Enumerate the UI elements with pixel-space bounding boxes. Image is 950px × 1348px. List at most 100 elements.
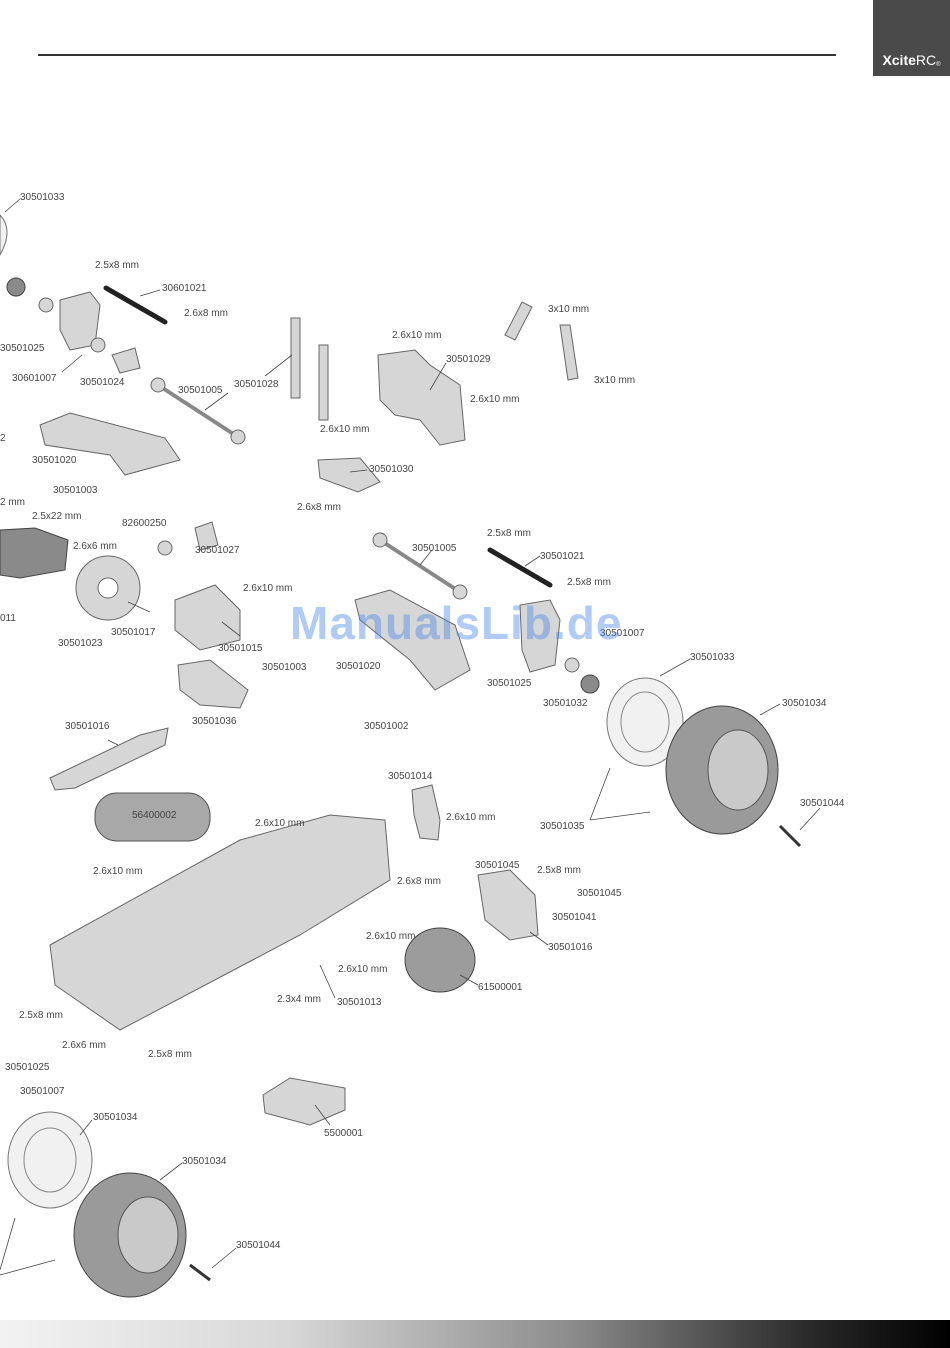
part-label: 30501032 bbox=[543, 698, 588, 709]
brace-part bbox=[49, 727, 169, 791]
spur-gear-hub bbox=[97, 577, 119, 599]
part-label: 30501007 bbox=[20, 1086, 65, 1097]
screw-label: 2.6x10 mm bbox=[93, 866, 142, 877]
wheel-rim bbox=[7, 1111, 93, 1209]
leader-line bbox=[759, 703, 781, 716]
pinion-part bbox=[194, 521, 219, 551]
screw-label: 2.6x10 mm bbox=[470, 394, 519, 405]
brand-bold: Xcite bbox=[882, 52, 916, 68]
leader-line bbox=[61, 354, 83, 373]
tire-inner bbox=[117, 1196, 179, 1274]
turnbuckle-rod bbox=[487, 547, 553, 588]
screw-label: 2.6x10 mm bbox=[338, 964, 387, 975]
part-label: 30501025 bbox=[5, 1062, 50, 1073]
wheel-nut bbox=[189, 1263, 211, 1282]
leader-line bbox=[159, 1162, 183, 1181]
leader-line bbox=[589, 767, 651, 821]
drive-cup bbox=[111, 347, 141, 374]
part-label: 30501036 bbox=[192, 716, 237, 727]
wheel-rim bbox=[606, 677, 684, 767]
screw-label: 2.5x8 mm bbox=[567, 577, 611, 588]
part-label: 30501024 bbox=[80, 377, 125, 388]
motor bbox=[404, 927, 476, 993]
part-label: 30501029 bbox=[446, 354, 491, 365]
shock-absorber bbox=[504, 301, 533, 341]
leader-line bbox=[139, 289, 161, 297]
screw-label: 2.5x8 mm bbox=[537, 865, 581, 876]
screw-label: 2.6x10 mm bbox=[446, 812, 495, 823]
header-rule bbox=[38, 54, 836, 56]
wheel-rim-inner bbox=[620, 691, 670, 753]
part-label: 30601021 bbox=[162, 283, 207, 294]
part-label: 30501034 bbox=[182, 1156, 227, 1167]
screw-label: 2 mm bbox=[0, 497, 25, 508]
wheel-rim-inner bbox=[23, 1127, 77, 1193]
dogbone-end bbox=[452, 584, 468, 600]
screw-label: 2.6x8 mm bbox=[397, 876, 441, 887]
part-label: 30501044 bbox=[236, 1240, 281, 1251]
screw-label: 2.6x8 mm bbox=[297, 502, 341, 513]
motor-mount bbox=[477, 869, 539, 941]
brand-mark: ® bbox=[936, 62, 941, 68]
diff-output bbox=[177, 659, 249, 709]
part-label: 30501003 bbox=[53, 485, 98, 496]
dogbone-shaft bbox=[156, 383, 240, 439]
screw-label: 2.6x8 mm bbox=[184, 308, 228, 319]
battery-pack bbox=[94, 792, 211, 842]
bearing-part bbox=[580, 674, 600, 694]
screw-label: 3x10 mm bbox=[548, 304, 589, 315]
esc-label: 5500001 bbox=[324, 1128, 363, 1139]
motor-label: 61500001 bbox=[478, 982, 523, 993]
post-part bbox=[318, 344, 329, 421]
leader-line bbox=[524, 555, 541, 567]
part-label: 30501041 bbox=[552, 912, 597, 923]
screw-label: 2.5x8 mm bbox=[19, 1010, 63, 1021]
part-label: 30501015 bbox=[218, 643, 263, 654]
part-label: 30501035 bbox=[540, 821, 585, 832]
wheel-rim-top-left bbox=[0, 214, 8, 257]
screw-label: 2.5x8 mm bbox=[487, 528, 531, 539]
gearbox-plate bbox=[377, 349, 466, 446]
part-label: 30501020 bbox=[32, 455, 77, 466]
leader-line bbox=[0, 1217, 56, 1276]
screw-label: 2.5x8 mm bbox=[148, 1049, 192, 1060]
screw-label: 2.6x10 mm bbox=[255, 818, 304, 829]
part-label: 30501025 bbox=[487, 678, 532, 689]
wheel-nut bbox=[778, 824, 802, 848]
part-label: 30501021 bbox=[540, 551, 585, 562]
bearing-part bbox=[6, 277, 26, 297]
part-label: 30501028 bbox=[234, 379, 279, 390]
part-label: 30501003 bbox=[262, 662, 307, 673]
knuckle-part bbox=[519, 599, 561, 673]
shock-absorber bbox=[559, 324, 579, 381]
part-label: 30501002 bbox=[364, 721, 409, 732]
brand-regular: RC bbox=[915, 52, 937, 68]
part-label: 30501027 bbox=[195, 545, 240, 556]
part-label: 30501005 bbox=[178, 385, 223, 396]
bearing-part bbox=[38, 297, 54, 313]
part-label: 30501045 bbox=[475, 860, 520, 871]
screw-label: 2.3x4 mm bbox=[277, 994, 321, 1005]
leader-line bbox=[319, 964, 336, 999]
leader-line bbox=[204, 392, 229, 411]
esc-unit bbox=[262, 1077, 346, 1126]
gearbox-housing bbox=[0, 527, 69, 579]
part-label: 30501014 bbox=[388, 771, 433, 782]
leader-line bbox=[221, 621, 241, 637]
leader-line bbox=[211, 1247, 237, 1269]
part-label: 30501023 bbox=[58, 638, 103, 649]
clip-part bbox=[157, 540, 173, 556]
leader-line bbox=[4, 198, 21, 213]
part-label: 30501044 bbox=[800, 798, 845, 809]
leader-line bbox=[459, 974, 479, 986]
battery-label: 56400002 bbox=[132, 810, 177, 821]
bracket-part bbox=[317, 457, 381, 493]
leader-line bbox=[419, 549, 433, 566]
part-label: 30501013 bbox=[337, 997, 382, 1008]
part-label: 30501020 bbox=[336, 661, 381, 672]
part-label: 30501016 bbox=[548, 942, 593, 953]
suspension-arm bbox=[354, 589, 471, 691]
screw-label: 2.6x6 mm bbox=[73, 541, 117, 552]
